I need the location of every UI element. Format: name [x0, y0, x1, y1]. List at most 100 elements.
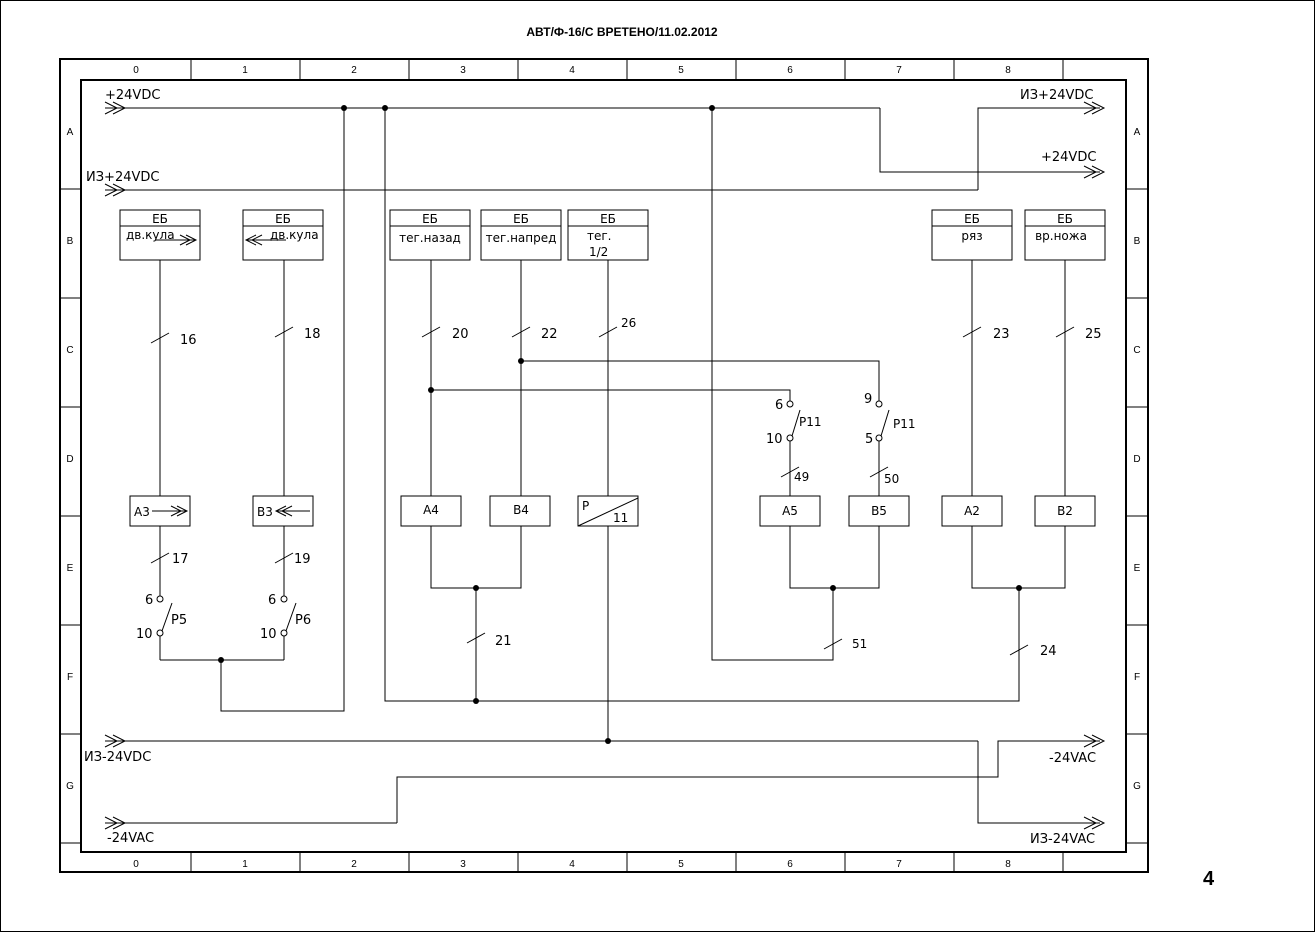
grid-row-label: C — [66, 345, 73, 356]
svg-text:11: 11 — [613, 511, 628, 525]
contact-terminal: 6 — [145, 593, 153, 608]
contact-terminal: 5 — [865, 432, 873, 447]
wire-label: 22 — [541, 327, 558, 342]
coil-box: B3 — [252, 495, 314, 527]
contact-name: P11 — [893, 417, 916, 431]
contact-terminal: 10 — [766, 432, 783, 447]
grid-column-label: 8 — [1005, 65, 1011, 76]
svg-text:A5: A5 — [782, 504, 798, 518]
svg-text:B4: B4 — [513, 503, 529, 517]
coil-box: B4 — [489, 495, 551, 527]
grid-column-label: 6 — [787, 65, 793, 76]
wire-label: 18 — [304, 327, 321, 342]
wire-label: 16 — [180, 333, 197, 348]
junction-dots — [218, 105, 1022, 744]
wire-label: 26 — [621, 316, 636, 330]
grid-column-label: 6 — [787, 859, 793, 870]
grid-column-label: 7 — [896, 859, 902, 870]
grid-row-label: F — [67, 672, 73, 683]
eb-block: ЕБ дв.кула — [242, 209, 324, 261]
wire-label: 24 — [1040, 644, 1057, 659]
bus-label-bottom-right: -24VAC — [1049, 751, 1096, 766]
grid-column-label: 0 — [133, 859, 139, 870]
grid-column-label: 7 — [896, 65, 902, 76]
eb-block: ЕБ ряз — [931, 209, 1013, 261]
svg-text:ЕБ: ЕБ — [513, 212, 529, 226]
grid-column-label: 1 — [242, 65, 248, 76]
arrow-left-icon — [244, 234, 286, 246]
svg-text:тег.: тег. — [587, 229, 612, 243]
svg-text:B5: B5 — [871, 504, 887, 518]
svg-text:A3: A3 — [134, 505, 150, 519]
page-number: 4 — [1203, 868, 1215, 890]
wire-label: 17 — [172, 552, 189, 567]
svg-text:ЕБ: ЕБ — [600, 212, 616, 226]
eb-block: ЕБ дв.кула — [119, 209, 201, 261]
eb-block: ЕБ тег.напред — [480, 209, 562, 261]
grid-column-label: 1 — [242, 859, 248, 870]
svg-text:B2: B2 — [1057, 504, 1073, 518]
bus-label-bottom-left-iz: ИЗ-24VDC — [84, 750, 151, 765]
coil-box: B2 — [1034, 495, 1096, 527]
svg-text:ряз: ряз — [961, 229, 982, 243]
arrow-left-icon — [274, 505, 310, 517]
svg-text:ЕБ: ЕБ — [1057, 212, 1073, 226]
grid-column-label: 4 — [569, 859, 575, 870]
contact-terminal: 10 — [136, 627, 153, 642]
wire-label: 25 — [1085, 327, 1102, 342]
wire-label: 21 — [495, 634, 512, 649]
drawing-frame — [59, 58, 1149, 873]
svg-text:1/2: 1/2 — [589, 245, 608, 259]
svg-text:A4: A4 — [423, 503, 439, 517]
grid-column-label: 2 — [351, 65, 357, 76]
contact-name: P6 — [295, 613, 311, 628]
bus-label-top-right-iz: ИЗ+24VDC — [1020, 88, 1093, 103]
eb-block: ЕБ тег. 1/2 — [567, 209, 649, 261]
relay-contact-p6 — [280, 595, 297, 637]
wire-label: 20 — [452, 327, 469, 342]
svg-text:вр.ножа: вр.ножа — [1035, 229, 1087, 243]
wiring — [105, 107, 1100, 824]
svg-text:дв.кула: дв.кула — [270, 228, 319, 242]
contact-terminal: 10 — [260, 627, 277, 642]
grid-column-label: 0 — [133, 65, 139, 76]
coil-box: A3 — [129, 495, 191, 527]
coil-box: A5 — [759, 495, 821, 527]
grid-row-label: G — [1133, 781, 1141, 792]
grid-row-label: E — [1134, 563, 1141, 574]
eb-block: ЕБ тег.назад — [389, 209, 471, 261]
grid-row-label: F — [1134, 672, 1140, 683]
grid-row-label: A — [67, 127, 74, 138]
bus-label-top-left: +24VDC — [105, 88, 160, 103]
coil-box: B5 — [848, 495, 910, 527]
grid-column-label: 5 — [678, 859, 684, 870]
contact-name: P11 — [799, 415, 822, 429]
grid-row-label: D — [66, 454, 73, 465]
grid-column-label: 5 — [678, 65, 684, 76]
svg-text:ЕБ: ЕБ — [275, 212, 291, 226]
svg-text:тег.назад: тег.назад — [399, 231, 461, 245]
relay-contact-p5 — [156, 595, 173, 637]
relay-contact-p11 — [786, 400, 801, 442]
grid-row-label: E — [67, 563, 74, 574]
svg-text:A2: A2 — [964, 504, 980, 518]
contact-name: P5 — [171, 613, 187, 628]
grid-row-label: C — [1133, 345, 1140, 356]
relay-contact-p11 — [875, 400, 890, 442]
grid-column-label: 3 — [460, 65, 466, 76]
contact-terminal: 6 — [775, 398, 783, 413]
svg-text:B3: B3 — [257, 505, 273, 519]
grid-column-label: 2 — [351, 859, 357, 870]
arrow-right-icon — [152, 505, 189, 517]
wire-label: 49 — [794, 470, 809, 484]
grid-column-label: 3 — [460, 859, 466, 870]
svg-text:ЕБ: ЕБ — [152, 212, 168, 226]
contact-terminal: 6 — [268, 593, 276, 608]
arrow-right-icon — [155, 234, 198, 246]
svg-text:P: P — [582, 499, 589, 513]
grid-row-label: D — [1133, 454, 1140, 465]
